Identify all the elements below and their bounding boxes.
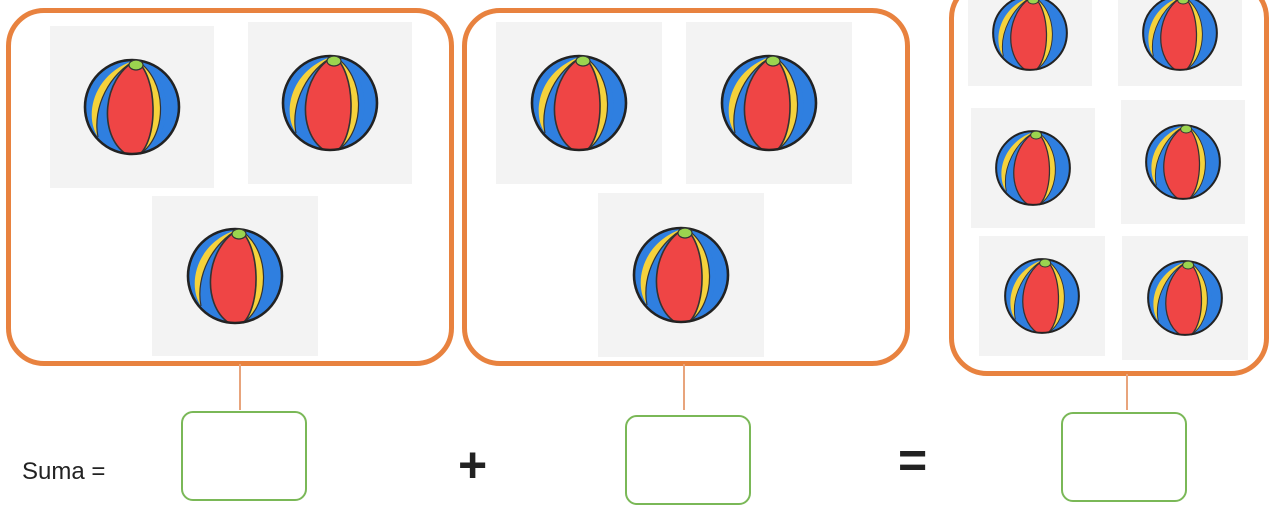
beach-ball-icon (1145, 258, 1225, 338)
beach-ball-icon (993, 128, 1073, 208)
ball-tile (1121, 100, 1245, 224)
beach-ball-icon (279, 52, 381, 154)
connector-line (683, 364, 685, 410)
beach-ball-icon (1140, 0, 1220, 73)
ball-tile (152, 196, 318, 356)
ball-tile (1118, 0, 1242, 86)
beach-ball-icon (990, 0, 1070, 73)
beach-ball-icon (184, 225, 286, 327)
beach-ball-icon (630, 224, 732, 326)
equals-sign: = (898, 432, 928, 488)
ball-tile (248, 22, 412, 184)
beach-ball-icon (1002, 256, 1082, 336)
ball-tile (50, 26, 214, 188)
ball-tile (971, 108, 1095, 228)
beach-ball-icon (1143, 122, 1223, 202)
connector-line (1126, 374, 1128, 410)
answer-box-2[interactable] (625, 415, 751, 505)
connector-line (239, 364, 241, 410)
sum-label: Suma = (22, 458, 106, 485)
ball-tile (686, 22, 852, 184)
ball-tile (496, 22, 662, 184)
plus-sign: + (458, 437, 488, 493)
ball-tile (598, 193, 764, 357)
ball-tile (968, 0, 1092, 86)
answer-box-1[interactable] (181, 411, 307, 501)
beach-ball-icon (81, 56, 183, 158)
beach-ball-icon (528, 52, 630, 154)
ball-tile (1122, 236, 1248, 360)
beach-ball-icon (718, 52, 820, 154)
ball-tile (979, 236, 1105, 356)
answer-box-3[interactable] (1061, 412, 1187, 502)
